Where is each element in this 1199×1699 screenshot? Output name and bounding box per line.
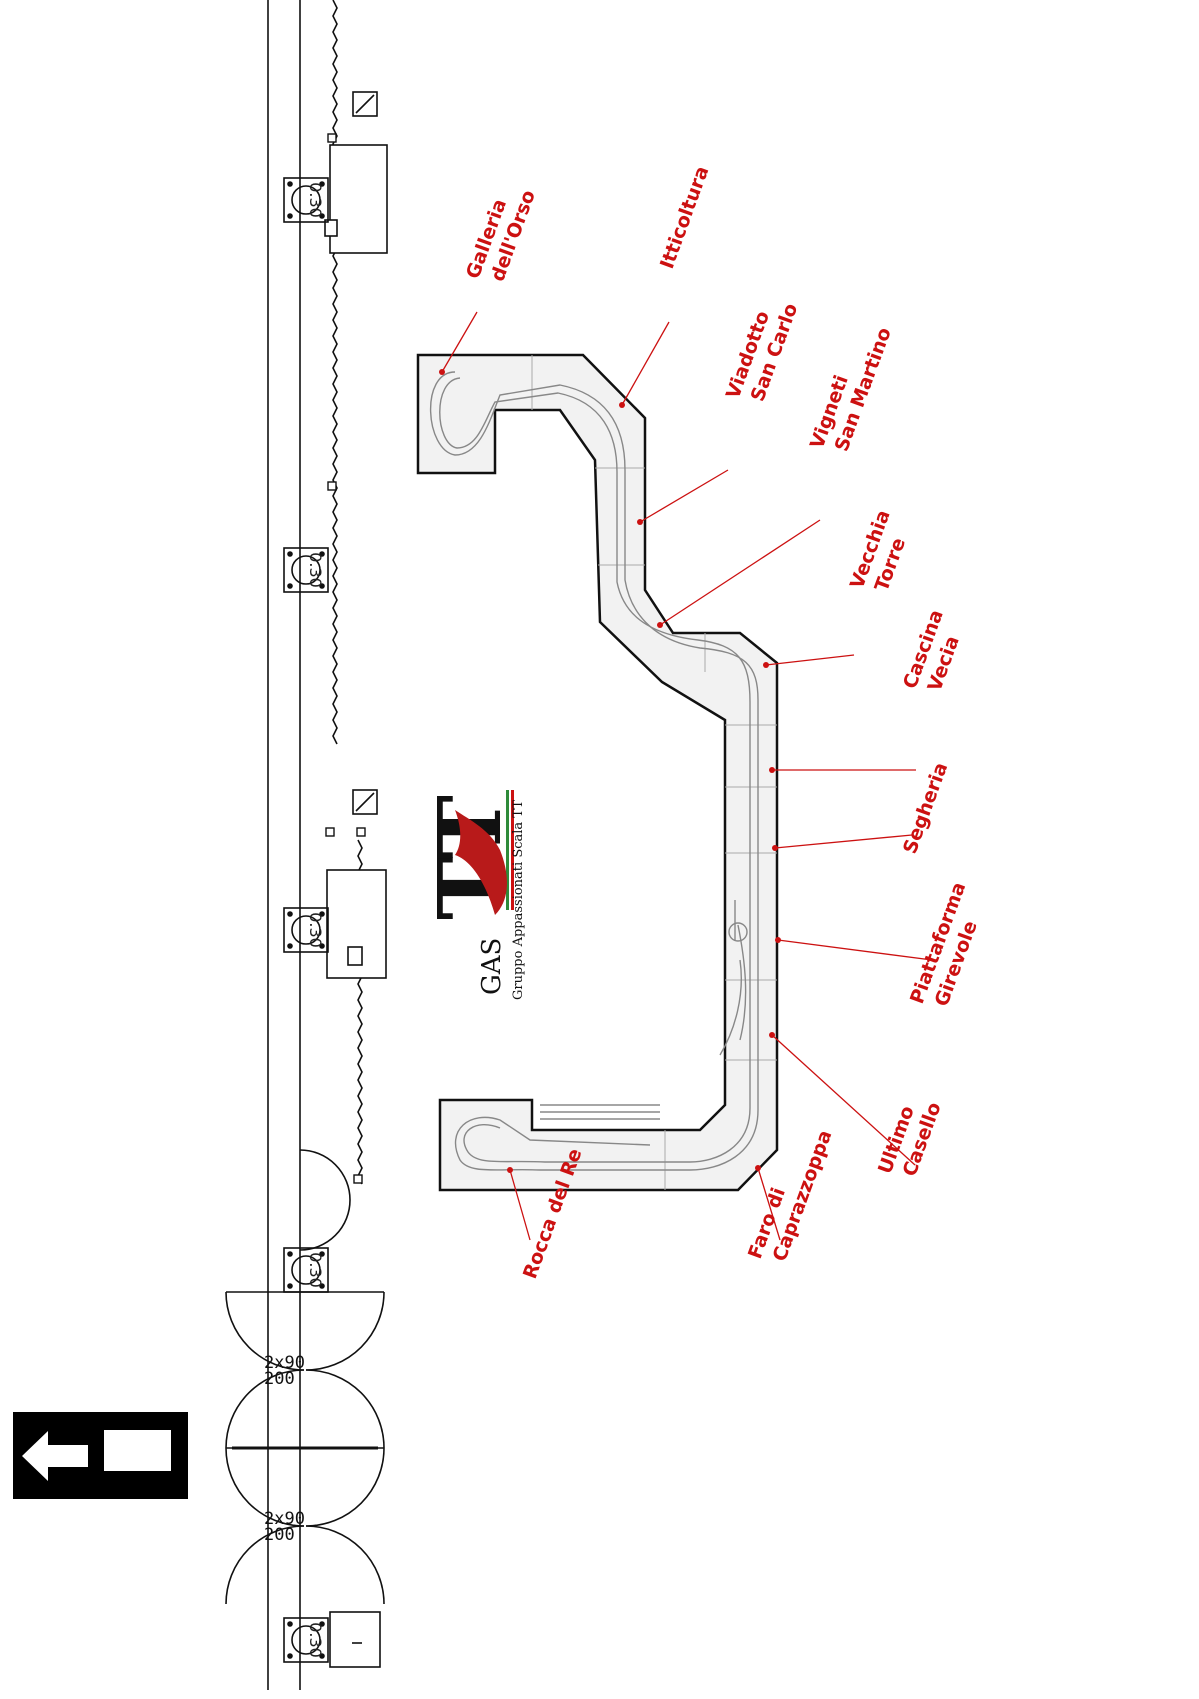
column-symbol: 0.30	[283, 547, 329, 593]
door-dim-height-2: 200	[264, 1525, 295, 1545]
location-dot-cascina	[769, 767, 775, 773]
logo-gas-text: GAS	[477, 938, 507, 995]
column-symbol: 0.30	[283, 1247, 329, 1293]
leader-line-vigneti	[659, 519, 821, 626]
label-text: Itticoltura	[656, 163, 713, 271]
column-symbol: 0.30	[283, 177, 329, 223]
location-dot-segheria	[772, 845, 778, 851]
railway-layout	[416, 353, 779, 1192]
door-dim-width-2: 2x90	[264, 1509, 305, 1529]
leader-line-galleria	[441, 311, 478, 373]
logo-swoosh	[455, 810, 507, 915]
door-dim-width-1: 2x90	[264, 1353, 305, 1373]
label-itticoltura: Itticoltura	[656, 163, 713, 271]
connectors	[325, 133, 366, 1184]
label-text: Segheria	[899, 760, 952, 857]
location-dot-vigneti	[657, 622, 663, 628]
left-arrow-icon	[22, 1431, 88, 1481]
gastt-logo: TT GAS Gruppo Appassionati Scala TT	[420, 790, 526, 1000]
location-dot-piattaforma	[775, 937, 781, 943]
column-symbol: 0.30	[283, 1617, 329, 1663]
turntable-icon	[728, 922, 748, 942]
leader-line-rocca	[509, 1169, 531, 1241]
column-label: 0.30	[306, 1252, 325, 1288]
location-dot-viadotto	[637, 519, 643, 525]
label-leaders	[439, 311, 933, 1241]
column-label: 0.30	[306, 912, 325, 948]
leader-line-segheria	[774, 834, 913, 849]
leader-line-faro	[757, 1167, 781, 1241]
location-dot-vecchia	[763, 662, 769, 668]
leader-line-ultimo	[771, 1034, 916, 1166]
logo-subtitle: Gruppo Appassionati Scala TT	[511, 800, 526, 1000]
switch-box-2	[352, 789, 378, 815]
location-dot-ultimo	[769, 1032, 775, 1038]
leader-line-piattaforma	[777, 939, 933, 961]
location-dot-faro	[755, 1165, 761, 1171]
door-arcs	[225, 1149, 385, 1605]
location-dot-rocca	[507, 1167, 513, 1173]
location-dot-galleria	[439, 369, 445, 375]
cabinet-1	[324, 144, 388, 254]
cabinet-2	[326, 869, 387, 979]
column-label: 0.30	[306, 1622, 325, 1658]
door-dim-height-1: 200	[264, 1369, 295, 1389]
layout-outline	[416, 353, 779, 1192]
wall-lines	[267, 0, 301, 1690]
switch-box-1	[352, 91, 378, 117]
cabinet-3	[329, 1611, 381, 1668]
label-segheria: Segheria	[899, 760, 952, 857]
column-label: 0.30	[306, 182, 325, 218]
leader-line-vecchia	[765, 654, 855, 666]
location-dot-itticoltura	[619, 402, 625, 408]
column-label: 0.30	[306, 552, 325, 588]
leader-line-viadotto	[639, 469, 729, 523]
exit-sign	[13, 1412, 188, 1499]
column-symbol: 0.30	[283, 907, 329, 953]
columns: 0.30 0.30 0.30 0.30 0.30	[283, 177, 329, 1663]
leader-line-itticoltura	[621, 321, 670, 406]
